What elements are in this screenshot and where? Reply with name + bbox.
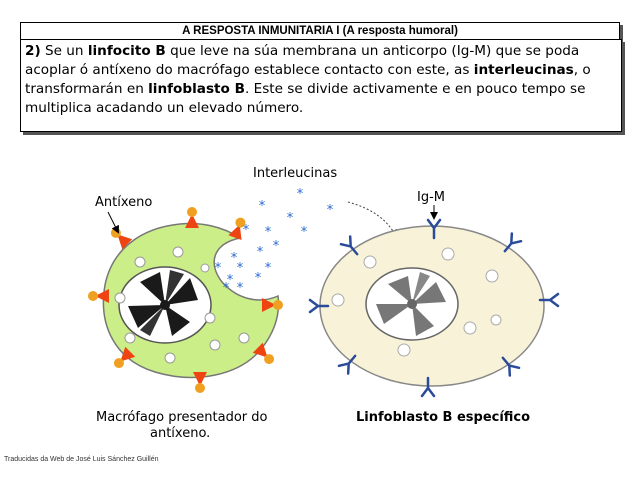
text-part: que leve na súa membrana un anticorpo (I… — [25, 43, 580, 78]
svg-text:*: * — [227, 273, 234, 288]
svg-text:*: * — [243, 223, 250, 238]
igm-antibodies — [308, 218, 560, 398]
svg-text:*: * — [259, 199, 266, 214]
svg-text:*: * — [215, 261, 222, 276]
text-part: . Este se divide activamente e en pouco … — [25, 81, 586, 116]
svg-text:*: * — [231, 251, 238, 266]
svg-text:*: * — [301, 225, 308, 240]
macrophage-nucleus — [118, 266, 212, 344]
svg-text:*: * — [257, 245, 264, 260]
igm-label: Ig-M — [417, 190, 445, 205]
svg-text:*: * — [255, 271, 262, 286]
macrofago-label-line1: Macrófago presentador do — [96, 410, 268, 425]
svg-text:*: * — [327, 203, 334, 218]
description-box: 2) Se un linfocito B que leve na súa mem… — [20, 39, 622, 132]
term-interleucinas: interleucinas — [473, 62, 574, 78]
credit-text: Traducidas da Web de José Luis Sánchez G… — [4, 456, 159, 463]
macrofago-label-line2: antíxeno. — [150, 426, 211, 441]
interleukin-molecules: * * * * * * * * * * * * * * * * * — [215, 187, 334, 296]
svg-text:*: * — [237, 281, 244, 296]
svg-text:*: * — [223, 281, 230, 296]
linfoblast-vacuoles — [331, 247, 502, 357]
interleucinas-label: Interleucinas — [253, 166, 338, 181]
term-linfoblasto-b: linfoblasto B — [148, 81, 245, 97]
svg-text:*: * — [287, 211, 294, 226]
step-number: 2) — [25, 43, 41, 59]
text-part: Se un — [40, 43, 88, 59]
svg-text:*: * — [265, 225, 272, 240]
linfoblast-nucleus — [365, 267, 459, 341]
interleukin-arrow — [347, 201, 397, 238]
svg-text:*: * — [265, 261, 272, 276]
svg-text:*: * — [297, 187, 304, 202]
svg-text:*: * — [273, 239, 280, 254]
term-linfocito-b: linfocito B — [87, 43, 166, 59]
text-part: , o transformarán en — [25, 62, 591, 97]
antigen-pointer — [107, 211, 119, 234]
linfoblasto-label: Linfoblasto B específico — [356, 410, 531, 425]
svg-text:*: * — [237, 261, 244, 276]
antixeno-label: Antíxeno — [95, 195, 153, 210]
macrophage-vacuoles — [114, 246, 250, 364]
